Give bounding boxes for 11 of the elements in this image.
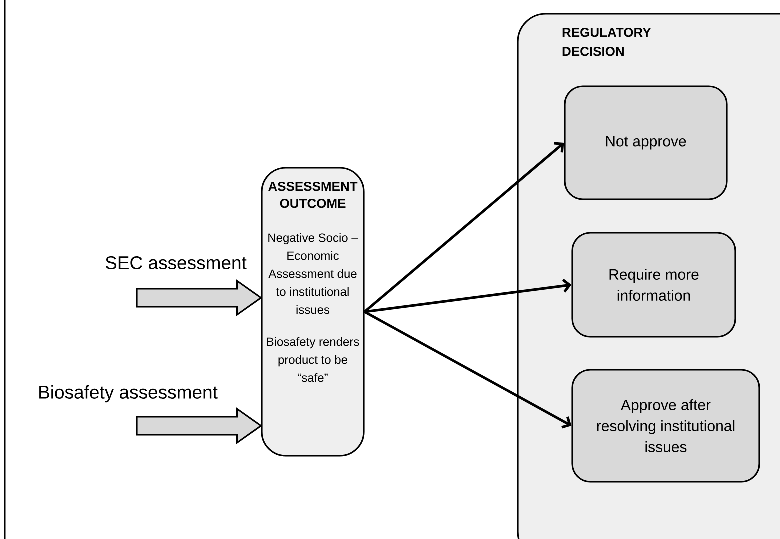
outcome-box: ASSESSMENT OUTCOME Negative Socio – Economic Assessment due to institutional issues Biosafety renders product to be “safe” xyxy=(261,167,365,457)
block-arrow xyxy=(136,279,263,317)
edge-label: SEC assessment xyxy=(106,256,247,270)
edge-label: Biosafety assessment xyxy=(40,385,218,403)
arrow xyxy=(364,142,564,313)
option-box: Approve after resolving institutional issues xyxy=(572,369,760,483)
block-arrow xyxy=(136,407,263,445)
option-box: Require more information xyxy=(572,232,736,338)
arrow xyxy=(364,310,572,429)
option-box: Not approve xyxy=(564,86,728,200)
arrow xyxy=(364,279,572,314)
